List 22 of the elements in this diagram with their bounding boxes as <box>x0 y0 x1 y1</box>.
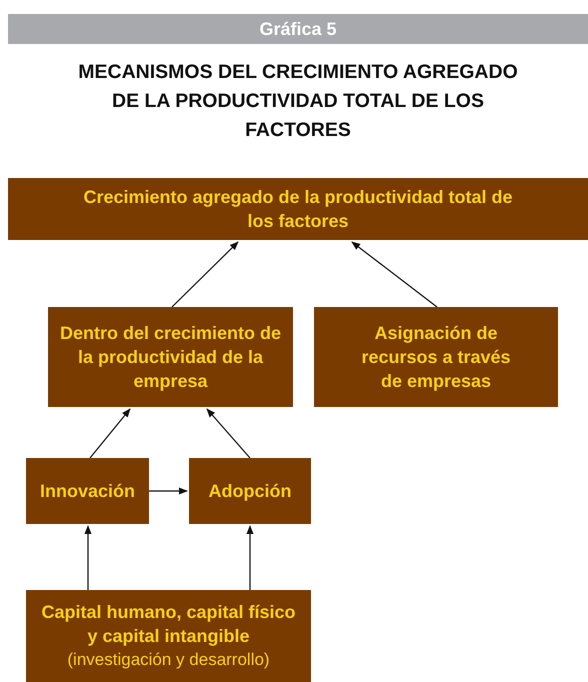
process-box <box>8 178 588 240</box>
arrow <box>351 241 438 308</box>
box-text: Adopción <box>208 480 292 503</box>
process-box <box>26 458 149 524</box>
process-box <box>189 458 311 524</box>
arrow <box>172 241 239 308</box>
arrow <box>90 408 131 458</box>
box-text: Capital humano, capital físico y capital intangible <box>40 601 297 648</box>
box-text: Crecimiento agregado de la productividad total de los factores <box>82 186 514 233</box>
arrow <box>246 525 254 590</box>
box-text: Dentro del crecimiento de la productividad de la empresa <box>58 322 282 393</box>
header-band: Gráfica 5 <box>8 14 588 44</box>
arrow <box>206 408 250 458</box>
arrow <box>149 487 188 495</box>
arrow <box>84 525 92 590</box>
box-text: (investigación y desarrollo) <box>67 649 270 671</box>
process-box <box>314 307 558 407</box>
process-box <box>26 590 311 682</box>
box-text: Innovación <box>40 480 135 503</box>
diagram-title: MECANISMOS DEL CRECIMIENTO AGREGADO DE LA PRODUCTIVIDAD TOTAL DE LOS FACTORES <box>77 60 519 143</box>
box-text: Asignación de recursos a través de empresas <box>360 322 512 393</box>
process-box <box>48 307 293 407</box>
